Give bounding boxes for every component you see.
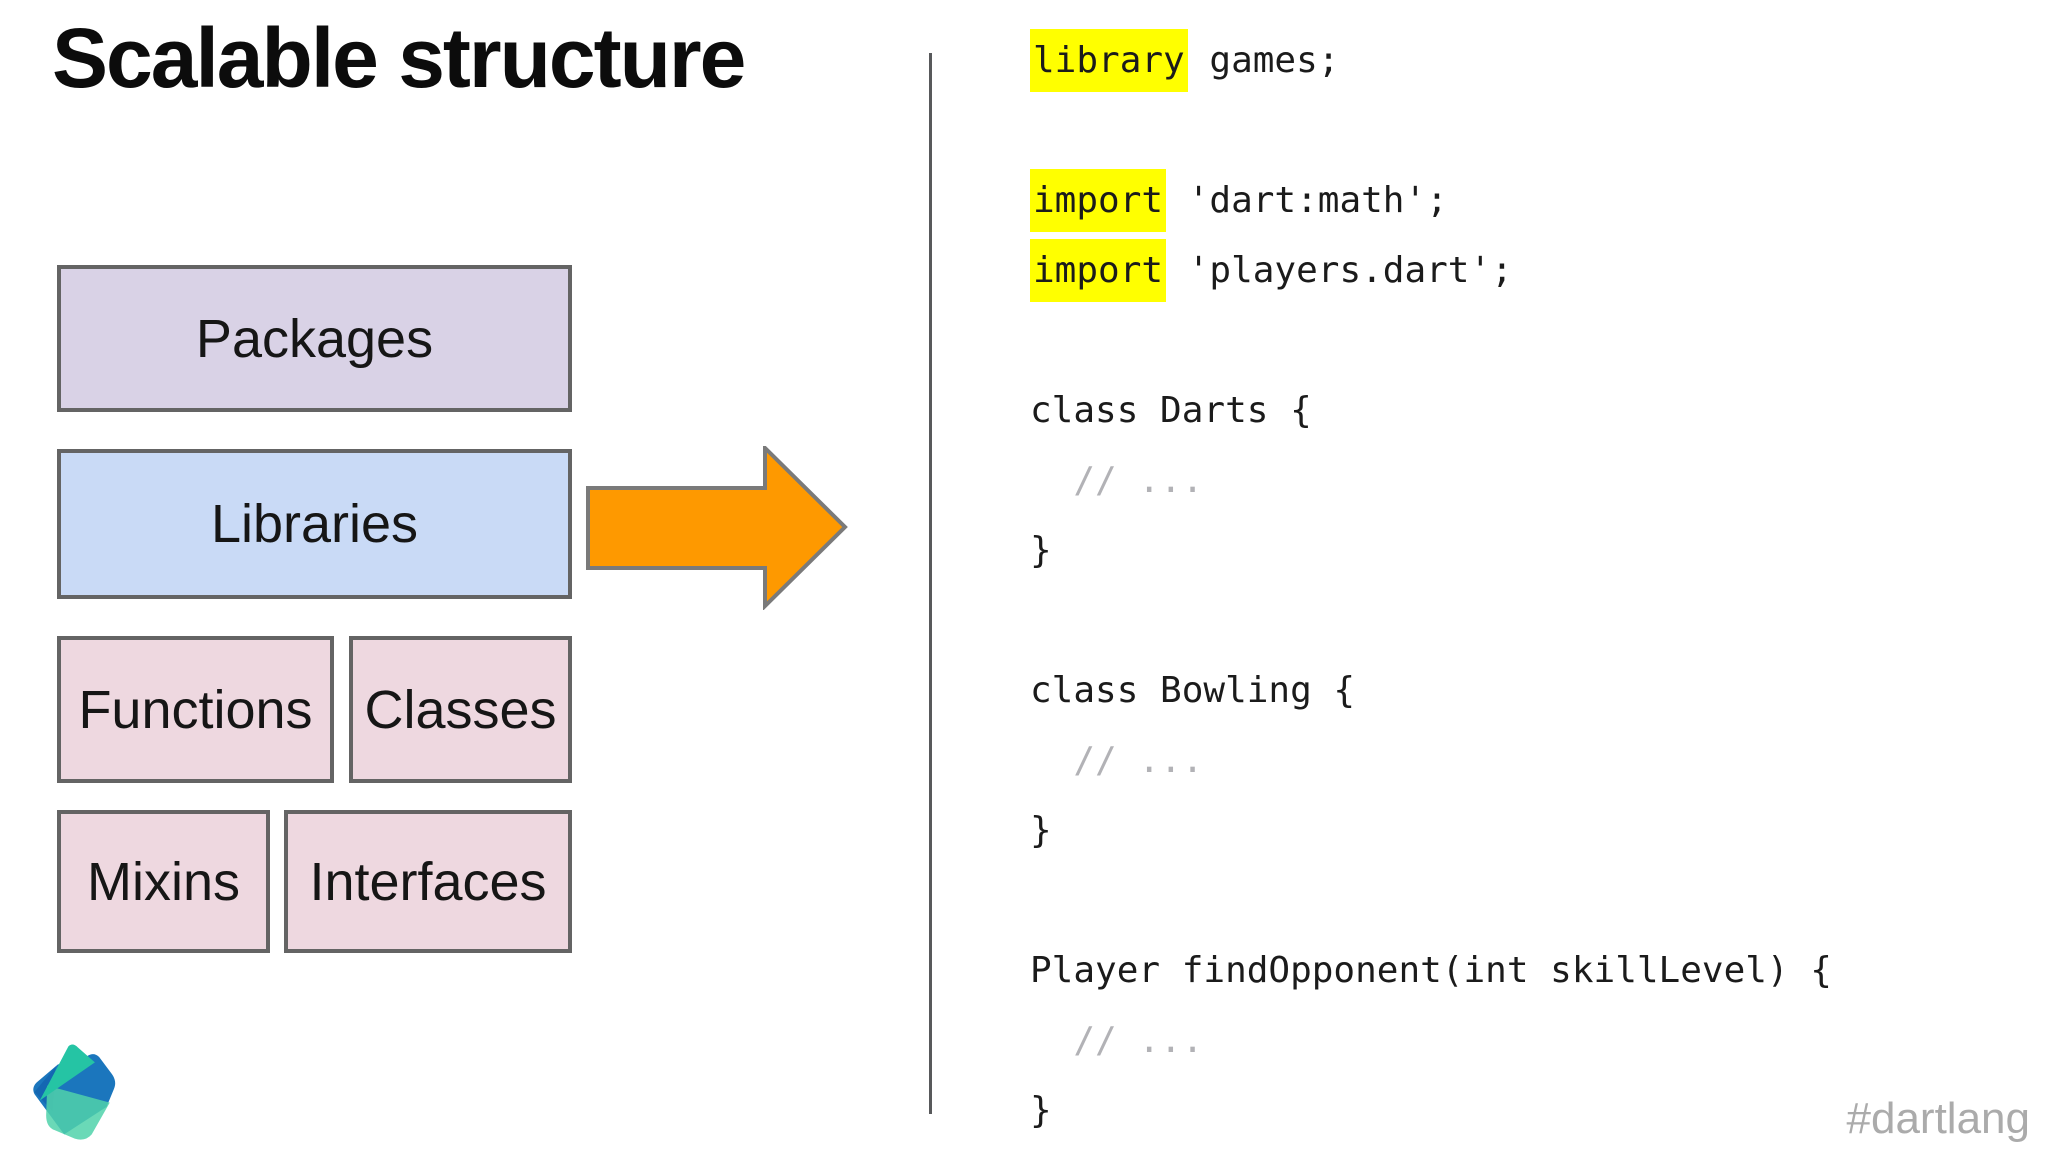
diagram-box-classes: Classes (349, 636, 572, 783)
code-text: 'dart:math'; (1166, 180, 1448, 221)
code-line: Player findOpponent(int skillLevel) { (1030, 936, 1832, 1006)
code-line: } (1030, 516, 1832, 586)
code-line: } (1030, 1076, 1832, 1146)
dart-logo-teal-shape (39, 1044, 95, 1101)
highlighted-keyword: import (1030, 169, 1167, 232)
box-label-classes: Classes (364, 679, 557, 740)
code-line (1030, 866, 1832, 936)
box-label-functions: Functions (78, 679, 313, 740)
code-line: // ... (1030, 446, 1832, 516)
box-label-interfaces: Interfaces (309, 851, 547, 912)
hashtag-label: #dartlang (1846, 1094, 2030, 1143)
code-line (1030, 96, 1832, 166)
code-text: games; (1187, 40, 1340, 81)
slide-title: Scalable structure (52, 11, 746, 105)
code-line: class Bowling { (1030, 656, 1832, 726)
code-text: class Darts { (1030, 390, 1312, 431)
diagram-box-functions: Functions (57, 636, 334, 783)
diagram-box-interfaces: Interfaces (284, 810, 572, 953)
highlighted-keyword: import (1030, 239, 1167, 302)
code-line: library games; (1030, 26, 1832, 96)
code-text: } (1030, 810, 1052, 851)
code-line: import 'dart:math'; (1030, 166, 1832, 236)
code-line (1030, 586, 1832, 656)
code-line: import 'players.dart'; (1030, 236, 1832, 306)
code-text: } (1030, 1090, 1052, 1131)
code-text: 'players.dart'; (1166, 250, 1513, 291)
box-label-libraries: Libraries (210, 494, 419, 554)
code-line: // ... (1030, 726, 1832, 796)
code-comment: // ... (1030, 460, 1204, 501)
right-arrow-shape (586, 443, 848, 611)
box-label-mixins: Mixins (86, 851, 240, 912)
code-line: // ... (1030, 1006, 1832, 1076)
vertical-divider (929, 53, 932, 1114)
diagram-box-libraries: Libraries (57, 449, 572, 599)
code-line: class Darts { (1030, 376, 1832, 446)
diagram-box-packages: Packages (57, 265, 572, 412)
code-text: class Bowling { (1030, 670, 1356, 711)
diagram-box-mixins: Mixins (57, 810, 270, 953)
code-comment: // ... (1030, 1020, 1204, 1061)
box-label-packages: Packages (195, 308, 434, 369)
dart-logo-icon (26, 1038, 132, 1146)
right-arrow-icon (586, 443, 848, 611)
code-text: Player findOpponent(int skillLevel) { (1030, 950, 1832, 991)
code-sample: library games; import 'dart:math';import… (1030, 26, 1832, 1146)
code-text: } (1030, 530, 1052, 571)
dart-logo-green-shape (46, 1085, 110, 1140)
highlighted-keyword: library (1030, 29, 1188, 92)
code-comment: // ... (1030, 740, 1204, 781)
code-line: } (1030, 796, 1832, 866)
code-line (1030, 306, 1832, 376)
